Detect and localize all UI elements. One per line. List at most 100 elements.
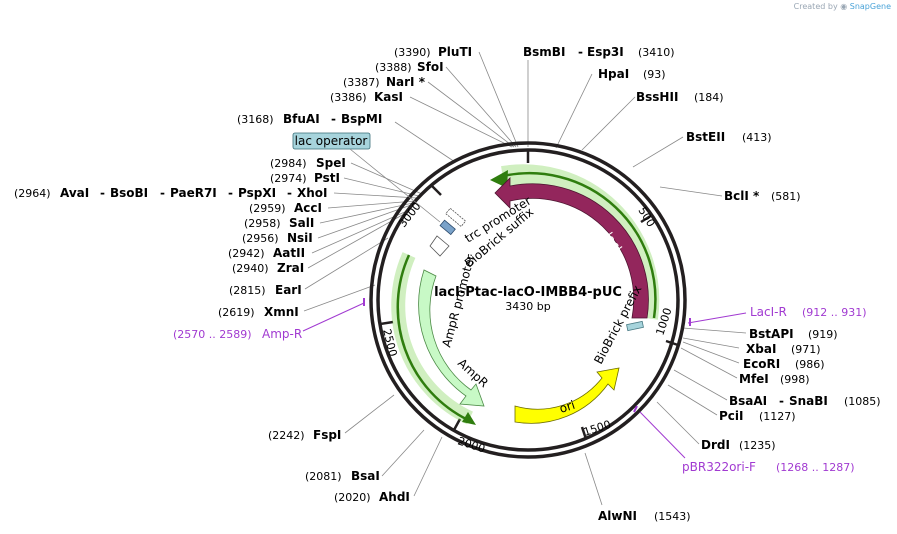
- spei-name[interactable]: SpeI: [316, 156, 346, 170]
- aatii-name[interactable]: AatII: [273, 246, 305, 260]
- lac-operator-box: [292, 132, 371, 150]
- nsii-name[interactable]: NsiI: [287, 231, 313, 245]
- tick-1000: [665, 339, 679, 347]
- psti-pos: (2974): [270, 172, 307, 185]
- bcli-name[interactable]: BclI *: [724, 189, 760, 203]
- xhoi-name[interactable]: XhoI: [297, 186, 328, 200]
- bsteii-name[interactable]: BstEII: [686, 130, 725, 144]
- bstapi-name[interactable]: BstAPI: [749, 327, 794, 341]
- laci-line-arrowhead: [490, 170, 508, 188]
- lac-operator-label: lac operator: [295, 134, 368, 148]
- pbr322-name[interactable]: pBR322ori-F: [682, 460, 756, 474]
- bsaai-pos: (1085): [844, 395, 881, 408]
- primer-leader-amp-r: [302, 302, 365, 332]
- ori-arrow: [514, 367, 620, 424]
- xmni-pos: (2619): [218, 306, 255, 319]
- fspi-name[interactable]: FspI: [313, 428, 341, 442]
- drdi-pos: (1235): [739, 439, 776, 452]
- pluti-name[interactable]: PluTI: [438, 45, 472, 59]
- trc-promoter-box: [445, 207, 467, 228]
- bsai-name[interactable]: BsaI: [351, 469, 380, 483]
- spei-pos: (2984): [270, 157, 307, 170]
- bfuai-name[interactable]: BfuAI: [283, 112, 320, 126]
- snabi-name[interactable]: SnaBI: [789, 394, 828, 408]
- backbone-outer: [369, 141, 687, 459]
- nsii-pos: (2956): [242, 232, 279, 245]
- xbai-pos: (971): [791, 343, 821, 356]
- bfuai-dash: -: [331, 112, 336, 126]
- feature-ori[interactable]: ori: [514, 367, 620, 424]
- bsobi-name[interactable]: BsoBI: [110, 186, 148, 200]
- lac-operator-leader: [349, 148, 441, 223]
- pcii-name[interactable]: PciI: [719, 409, 744, 423]
- paer7i-name[interactable]: PaeR7I: [170, 186, 217, 200]
- kasi-name[interactable]: KasI: [374, 90, 403, 104]
- hpai-pos: (93): [643, 68, 666, 81]
- esp3i-name[interactable]: Esp3I: [587, 45, 624, 59]
- tick-2000: [452, 418, 462, 431]
- primer-leader-laci-r: [687, 312, 747, 324]
- tick-label-3000: 3000: [396, 200, 423, 230]
- drdi-name[interactable]: DrdI: [701, 438, 730, 452]
- ecori-name[interactable]: EcoRI: [743, 357, 780, 371]
- ampr-line-arrowhead: [462, 412, 476, 425]
- xbai-name[interactable]: XbaI: [746, 342, 776, 356]
- bsteii-pos: (413): [742, 131, 772, 144]
- ahdi-name[interactable]: AhdI: [379, 490, 410, 504]
- credit-brand: SnapGene: [849, 2, 891, 11]
- bspmi-name[interactable]: BspMI: [341, 112, 382, 126]
- mfei-pos: (998): [780, 373, 810, 386]
- lac-operator-callout[interactable]: lac operator: [292, 132, 441, 223]
- bfuai-pos: (3168): [237, 113, 274, 126]
- laci-arrow: [494, 177, 649, 319]
- amp-r-name[interactable]: Amp-R: [262, 327, 302, 341]
- bstapi-pos: (919): [808, 328, 838, 341]
- feature-laci[interactable]: lacI: [490, 164, 660, 320]
- nari-pos: (3387): [343, 76, 380, 89]
- avai-dash-3: -: [228, 186, 233, 200]
- lacO-box-left: [439, 219, 456, 236]
- laci-r-name[interactable]: LacI-R: [750, 305, 787, 319]
- pspxi-name[interactable]: PspXI: [238, 186, 276, 200]
- acci-name[interactable]: AccI: [294, 201, 322, 215]
- tick-1500: [580, 426, 588, 440]
- zrai-name[interactable]: ZraI: [277, 261, 304, 275]
- psti-name[interactable]: PstI: [314, 171, 340, 185]
- alwni-name[interactable]: AlwNI: [598, 509, 637, 523]
- amp-r-range: (2570 .. 2589): [173, 328, 252, 341]
- sfoi-pos: (3388): [375, 61, 412, 74]
- bsmbi-name[interactable]: BsmBI: [523, 45, 565, 59]
- nari-name[interactable]: NarI *: [386, 75, 426, 89]
- ampr-line: [396, 254, 469, 422]
- xmni-name[interactable]: XmnI: [264, 305, 299, 319]
- primer-marks: [302, 298, 747, 459]
- feature-trc-promoter[interactable]: trc promoter BioBrick suffix: [439, 194, 536, 271]
- eari-name[interactable]: EarI: [275, 283, 302, 297]
- ecori-pos: (986): [795, 358, 825, 371]
- avai-dash-1: -: [100, 186, 105, 200]
- bsaai-dash: -: [779, 394, 784, 408]
- ampr-promoter-arrow: [429, 235, 450, 257]
- pbr322-range: (1268 .. 1287): [776, 461, 855, 474]
- mfei-name[interactable]: MfeI: [739, 372, 769, 386]
- sali-name[interactable]: SalI: [289, 216, 314, 230]
- bsaai-name[interactable]: BsaAI: [729, 394, 767, 408]
- plasmid-length: 3430 bp: [505, 300, 550, 313]
- sfoi-name[interactable]: SfoI: [417, 60, 444, 74]
- zrai-pos: (2940): [232, 262, 269, 275]
- alwni-pos: (1543): [654, 510, 691, 523]
- bsshii-pos: (184): [694, 91, 724, 104]
- bsmbi-dash: -: [578, 45, 583, 59]
- bsmbi-pos: (3410): [638, 46, 675, 59]
- tick-500: [640, 213, 653, 224]
- avai-name[interactable]: AvaI: [60, 186, 89, 200]
- laci-line: [502, 171, 657, 319]
- avai-dash-2: -: [160, 186, 165, 200]
- eari-pos: (2815): [229, 284, 266, 297]
- bsshii-name[interactable]: BssHII: [636, 90, 678, 104]
- credit-prefix: Created by: [793, 2, 838, 11]
- leader-lines: [303, 51, 747, 506]
- pcii-pos: (1127): [759, 410, 796, 423]
- hpai-name[interactable]: HpaI: [598, 67, 629, 81]
- bsai-pos: (2081): [305, 470, 342, 483]
